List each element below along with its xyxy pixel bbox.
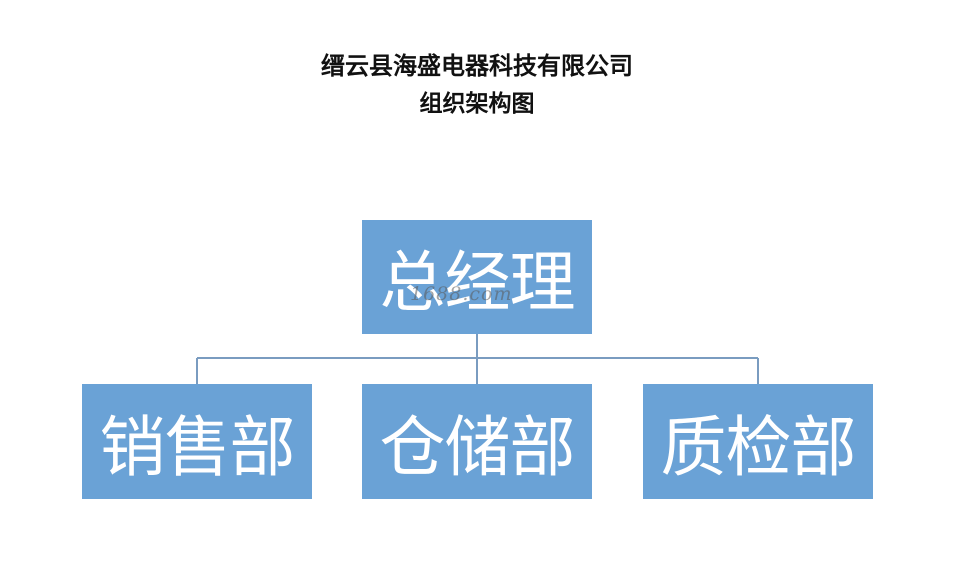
node-warehouse-department: 仓储部 [362, 384, 592, 499]
node-general-manager: 总经理 [362, 220, 592, 334]
node-quality-department: 质检部 [643, 384, 873, 499]
node-sales-department: 销售部 [82, 384, 312, 499]
chart-subtitle: 组织架构图 [419, 91, 535, 117]
chart-title: 缙云县海盛电器科技有限公司 [321, 52, 633, 80]
